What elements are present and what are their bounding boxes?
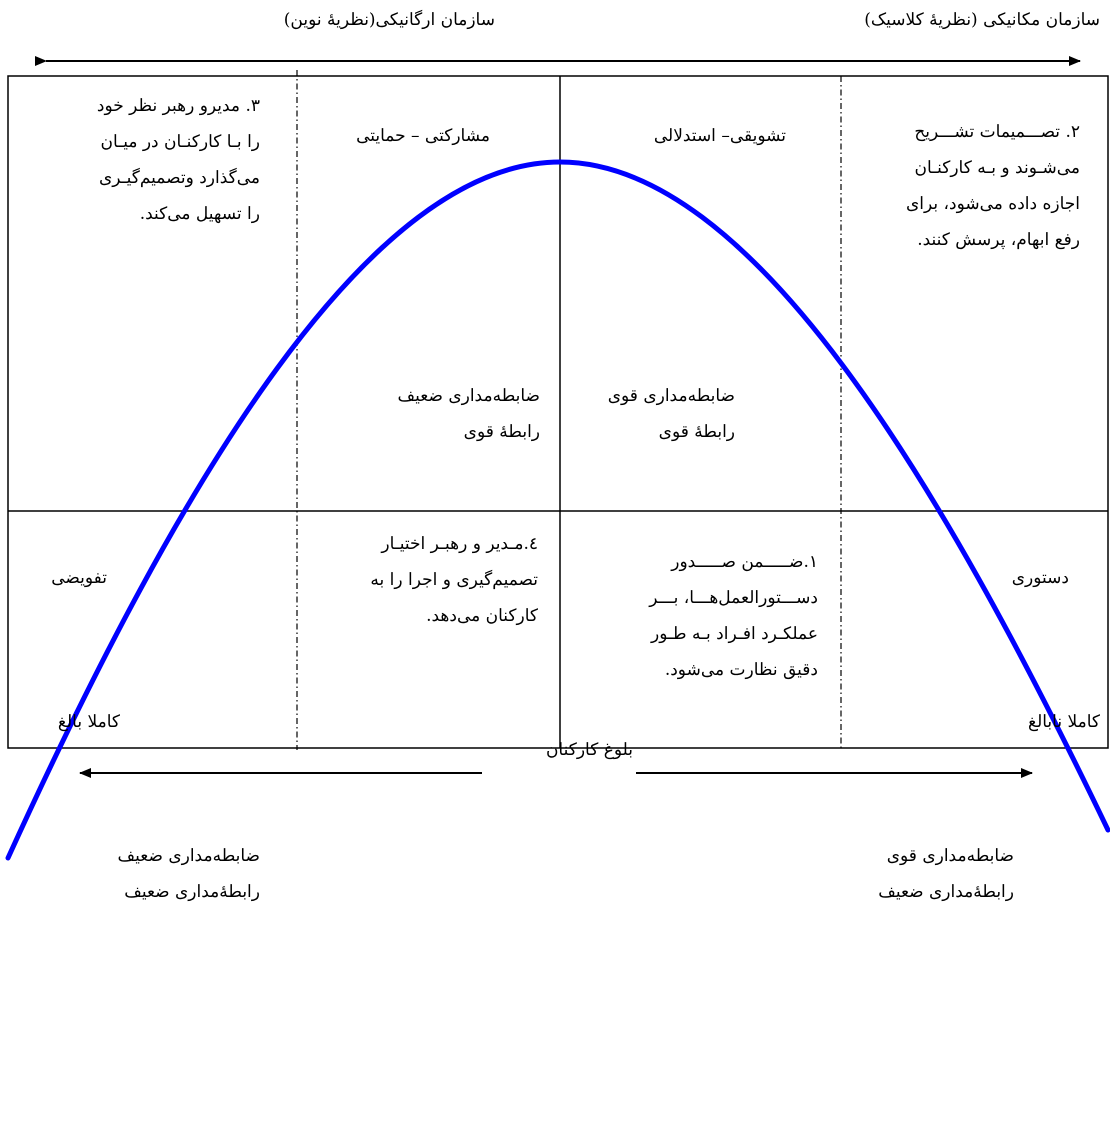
description-4-line: تصمیم‌گیری و اجرا را به (370, 570, 538, 590)
quadrant-label-line: رابطهٔ‌مداری ضعیف (878, 882, 1014, 902)
quadrant-label-line: ضابطه‌مداری قوی (607, 386, 735, 406)
directive-style-label: دستوری (1011, 568, 1069, 588)
quadrant-label-line: ضابطه‌مداری ضعیف (117, 846, 260, 866)
quadrant-label-line: ضابطه‌مداری ضعیف (397, 386, 540, 406)
description-1-line: دســـتورالعمل‌هـــا، بـــر (649, 588, 818, 608)
description-3-line: می‌گذارد وتصمیم‌گیـری (98, 168, 260, 188)
fully-immature-label: کاملا نابالغ (1028, 712, 1100, 732)
description-4-line: کارکنان می‌دهد. (426, 606, 538, 626)
description-3: ۳. مدیرو رهبر نظر خود را بـا کارکنـان در… (35, 88, 260, 232)
description-1-line: ۱.ضـــــمن صـــــدور (671, 552, 818, 572)
employee-maturity-label: بلوغ کارکنان (545, 740, 633, 760)
fully-mature-label: کاملا بالغ (57, 712, 120, 732)
description-1: ۱.ضـــــمن صـــــدور دســـتورالعمل‌هـــا… (588, 544, 818, 688)
description-2-line: اجازه داده می‌شود، برای (905, 194, 1080, 214)
description-3-line: ۳. مدیرو رهبر نظر خود (96, 96, 260, 116)
description-4-line: ٤.مـدیر و رهبـر اختیـار (381, 534, 538, 554)
description-2-line: رفع ابهام، پرسش کنند. (917, 230, 1080, 250)
description-3-line: را بـا کارکنـان در میـان (100, 132, 260, 152)
quadrant-label-line: رابطهٔ‌مداری ضعیف (124, 882, 260, 902)
upper-right-quadrant-label: ضابطه‌مداری قوی رابطهٔ قوی (565, 378, 735, 450)
delegating-style-label: تفویضی (51, 568, 107, 588)
organic-organization-label: سازمان ارگانیکی(نظریهٔ نوین) (283, 10, 495, 30)
description-2: ۲. تصـــمیمات تشـــریح می‌شـوند و بـه کا… (852, 114, 1080, 258)
quadrant-label-line: ضابطه‌مداری قوی (886, 846, 1014, 866)
description-2-line: می‌شـوند و بـه کارکنـان (914, 158, 1080, 178)
lower-left-quadrant-label: ضابطه‌مداری ضعیف رابطهٔ‌مداری ضعیف (60, 838, 260, 910)
persuasive-style-label: تشویقی– استدلالی (653, 126, 786, 146)
description-1-line: عملکـرد افـراد بـه طـور (651, 624, 818, 644)
lower-right-quadrant-label: ضابطه‌مداری قوی رابطهٔ‌مداری ضعیف (834, 838, 1014, 910)
diagram-frame (7, 75, 1109, 749)
description-4: ٤.مـدیر و رهبـر اختیـار تصمیم‌گیری و اجر… (303, 526, 538, 634)
leadership-curve (5, 159, 1110, 861)
description-1-line: دقیق نظارت می‌شود. (664, 660, 818, 680)
quadrant-label-line: رابطهٔ قوی (658, 422, 735, 442)
description-3-line: را تسهیل می‌کند. (139, 204, 260, 224)
mechanical-organization-label: سازمان مکانیکی (نظریهٔ کلاسیک) (864, 10, 1100, 30)
participative-style-label: مشارکتی – حمایتی (356, 126, 490, 146)
quadrant-label-line: رابطهٔ قوی (463, 422, 540, 442)
description-2-line: ۲. تصـــمیمات تشـــریح (914, 122, 1080, 142)
upper-left-quadrant-label: ضابطه‌مداری ضعیف رابطهٔ قوی (340, 378, 540, 450)
